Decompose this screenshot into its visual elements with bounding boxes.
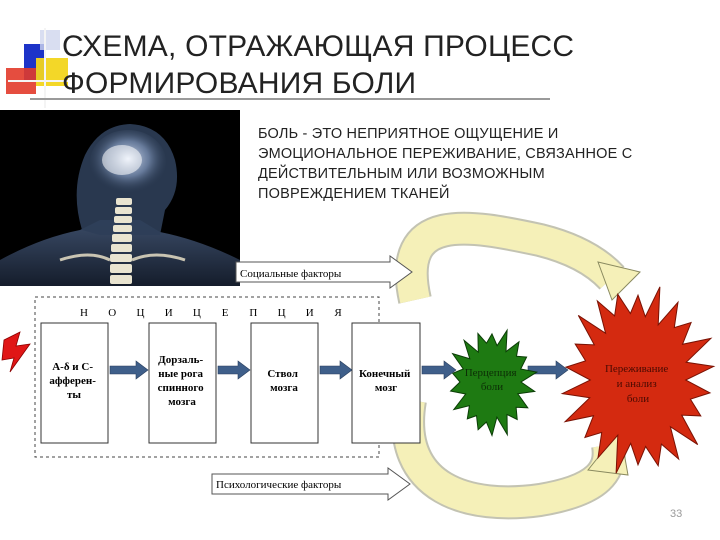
nociception-letter: О: [108, 307, 116, 319]
nociception-letter: Ц: [278, 307, 286, 319]
slide-title: СХЕМА, ОТРАЖАЮЩАЯ ПРОЦЕСС ФОРМИРОВАНИЯ Б…: [62, 28, 622, 102]
flow-arrow: [109, 360, 149, 380]
experience-text: Переживание: [605, 363, 668, 375]
nociception-letter: Я: [334, 307, 342, 319]
box-text: ные рога: [158, 368, 203, 380]
head-spine-xray-image: [0, 110, 240, 286]
box-text: Дорзаль-: [158, 354, 203, 366]
box-text: мозга: [168, 396, 196, 408]
nociception-letter: Н: [80, 307, 88, 319]
title-line-2: ФОРМИРОВАНИЯ БОЛИ: [62, 67, 417, 100]
perception-text: Перцепция: [465, 367, 517, 379]
pain-definition: БОЛЬ - ЭТО НЕПРИЯТНОЕ ОЩУЩЕНИЕ И ЭМОЦИОН…: [258, 124, 678, 204]
box-text: спинного: [158, 382, 204, 394]
experience-text: и анализ: [617, 378, 657, 390]
decor-vertical-line: [44, 28, 46, 108]
nociception-letter: Е: [222, 307, 229, 319]
definition-line: ПОВРЕЖДЕНИЕМ ТКАНЕЙ: [258, 186, 450, 202]
perception-starburst: Перцепция боли: [449, 328, 539, 437]
nociception-letter: И: [306, 307, 314, 319]
box-text: мозг: [375, 382, 397, 394]
box-text: афферен-: [49, 375, 96, 387]
svg-text:Перцепция боли: Перцепция боли: [465, 367, 520, 393]
lightning-icon: [1, 331, 31, 373]
social-factors-arrow: Социальные факторы: [235, 255, 413, 289]
definition-line: ЭМОЦИОНАЛЬНОЕ ПЕРЕЖИВАНИЕ, СВЯЗАННОЕ С: [258, 146, 633, 162]
experience-starburst: Переживание и анализ боли: [560, 286, 716, 474]
box-text: Конечный: [359, 368, 411, 380]
nociception-letter: И: [165, 307, 173, 319]
experience-text: боли: [627, 393, 649, 405]
psychological-factors-label: Психологические факторы: [216, 479, 342, 491]
perception-text: боли: [481, 381, 503, 393]
box-text: А-δ и С-: [52, 361, 93, 373]
flow-arrow: [217, 360, 251, 380]
flow-arrow: [421, 360, 457, 380]
nociception-letter: П: [249, 307, 257, 319]
box-text: ты: [67, 389, 81, 401]
social-factors-label: Социальные факторы: [240, 268, 342, 280]
decor-square-light: [40, 30, 60, 50]
svg-text:Переживание и анализ: Переживание и анализ боли: [605, 363, 671, 405]
definition-line: БОЛЬ - ЭТО НЕПРИЯТНОЕ ОЩУЩЕНИЕ И: [258, 126, 559, 142]
svg-text:Конечный мозг: Конечный мозг: [359, 368, 413, 394]
stage-box-dorsal-horns: Дорзаль- ные рога спинного мозга: [148, 322, 217, 444]
nociception-letter: Ц: [136, 307, 144, 319]
svg-text:А-δ и С- афферен-: А-δ и С- афферен- ты: [49, 361, 98, 401]
title-line-1: СХЕМА, ОТРАЖАЮЩАЯ ПРОЦЕСС: [62, 30, 575, 63]
flow-arrow: [319, 360, 353, 380]
box-text: Ствол: [267, 368, 298, 380]
svg-text:Ствол мозга: Ствол мозга: [267, 368, 300, 394]
stage-box-forebrain: Конечный мозг: [351, 322, 421, 444]
title-divider: [30, 98, 550, 100]
page-number: 33: [670, 508, 683, 520]
box-text: мозга: [270, 382, 298, 394]
svg-text:Дорзаль- ные рога: Дорзаль- ные рога спинного мозга: [158, 354, 207, 408]
stage-box-afferents: А-δ и С- афферен- ты: [40, 322, 109, 444]
stage-box-brainstem: Ствол мозга: [250, 322, 319, 444]
definition-line: ДЕЙСТВИТЕЛЬНЫМ ИЛИ ВОЗМОЖНЫМ: [258, 166, 545, 182]
decor-horizontal-line: [8, 80, 68, 82]
nociception-letter: Ц: [193, 307, 201, 319]
circular-arrow: [391, 211, 641, 520]
nociception-frame: [34, 296, 380, 458]
flow-arrow: [527, 360, 569, 380]
psychological-factors-arrow: Психологические факторы: [211, 467, 411, 501]
